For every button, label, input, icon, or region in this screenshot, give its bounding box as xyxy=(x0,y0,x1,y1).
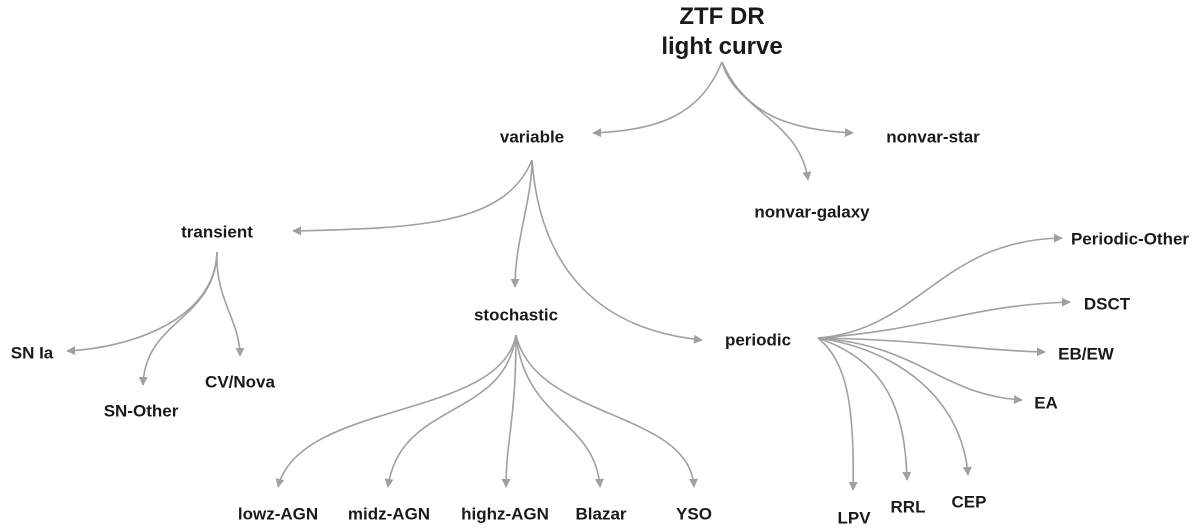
root-title-line2: light curve xyxy=(661,33,783,60)
node-ea: EA xyxy=(1034,393,1058,413)
node-midz-agn: midz-AGN xyxy=(347,504,431,524)
edge-root-to-variable xyxy=(592,61,723,138)
node-eb-ew: EB/EW xyxy=(1058,344,1114,364)
root-title-line1: ZTF DR xyxy=(679,3,765,30)
edge-stochastic-to-blazar xyxy=(515,334,604,488)
node-lowz-agn: lowz-AGN xyxy=(237,504,319,524)
node-lpv: LPV xyxy=(837,508,871,528)
edge-transient-to-sn-ia xyxy=(66,251,218,356)
edge-periodic-to-eb-ew xyxy=(817,337,1046,357)
edge-periodic-to-periodic-other xyxy=(817,233,1063,339)
node-nonvar-galaxy: nonvar-galaxy xyxy=(754,202,870,222)
edge-stochastic-to-midz-agn xyxy=(384,334,517,488)
node-highz-agn: highz-AGN xyxy=(461,504,549,524)
edge-transient-to-sn-other xyxy=(138,251,218,386)
node-variable: variable xyxy=(499,127,565,147)
edge-periodic-to-rrl xyxy=(817,337,912,481)
node-sn-other: SN-Other xyxy=(103,401,179,421)
edge-periodic-to-lpv xyxy=(817,337,858,491)
edge-variable-to-periodic xyxy=(531,159,703,344)
node-rrl: RRL xyxy=(890,497,926,517)
node-transient: transient xyxy=(181,222,253,242)
node-cep: CEP xyxy=(951,492,987,512)
node-sn-ia: SN Ia xyxy=(10,343,54,363)
edge-stochastic-to-yso xyxy=(515,334,699,488)
edge-transient-to-cv-nova xyxy=(216,251,245,357)
edge-periodic-to-dsct xyxy=(817,297,1071,339)
node-periodic-other: Periodic-Other xyxy=(1070,229,1190,249)
node-blazar: Blazar xyxy=(575,504,627,524)
node-cv-nova: CV/Nova xyxy=(205,372,275,392)
node-stochastic: stochastic xyxy=(473,305,559,325)
edge-root-to-nonvar-star xyxy=(721,61,854,138)
edge-stochastic-to-highz-agn xyxy=(501,334,517,488)
edge-variable-to-transient xyxy=(292,159,533,236)
node-periodic: periodic xyxy=(724,330,792,350)
edge-stochastic-to-lowz-agn xyxy=(275,334,517,488)
node-yso: YSO xyxy=(676,504,712,524)
node-nonvar-star: nonvar-star xyxy=(886,127,980,147)
node-root: ZTF DR light curve xyxy=(661,2,782,62)
edge-periodic-to-ea xyxy=(817,337,1023,404)
node-dsct: DSCT xyxy=(1083,294,1131,314)
edge-root-to-nonvar-galaxy xyxy=(721,61,812,181)
edge-periodic-to-cep xyxy=(817,337,972,476)
edge-variable-to-stochastic xyxy=(510,159,533,288)
